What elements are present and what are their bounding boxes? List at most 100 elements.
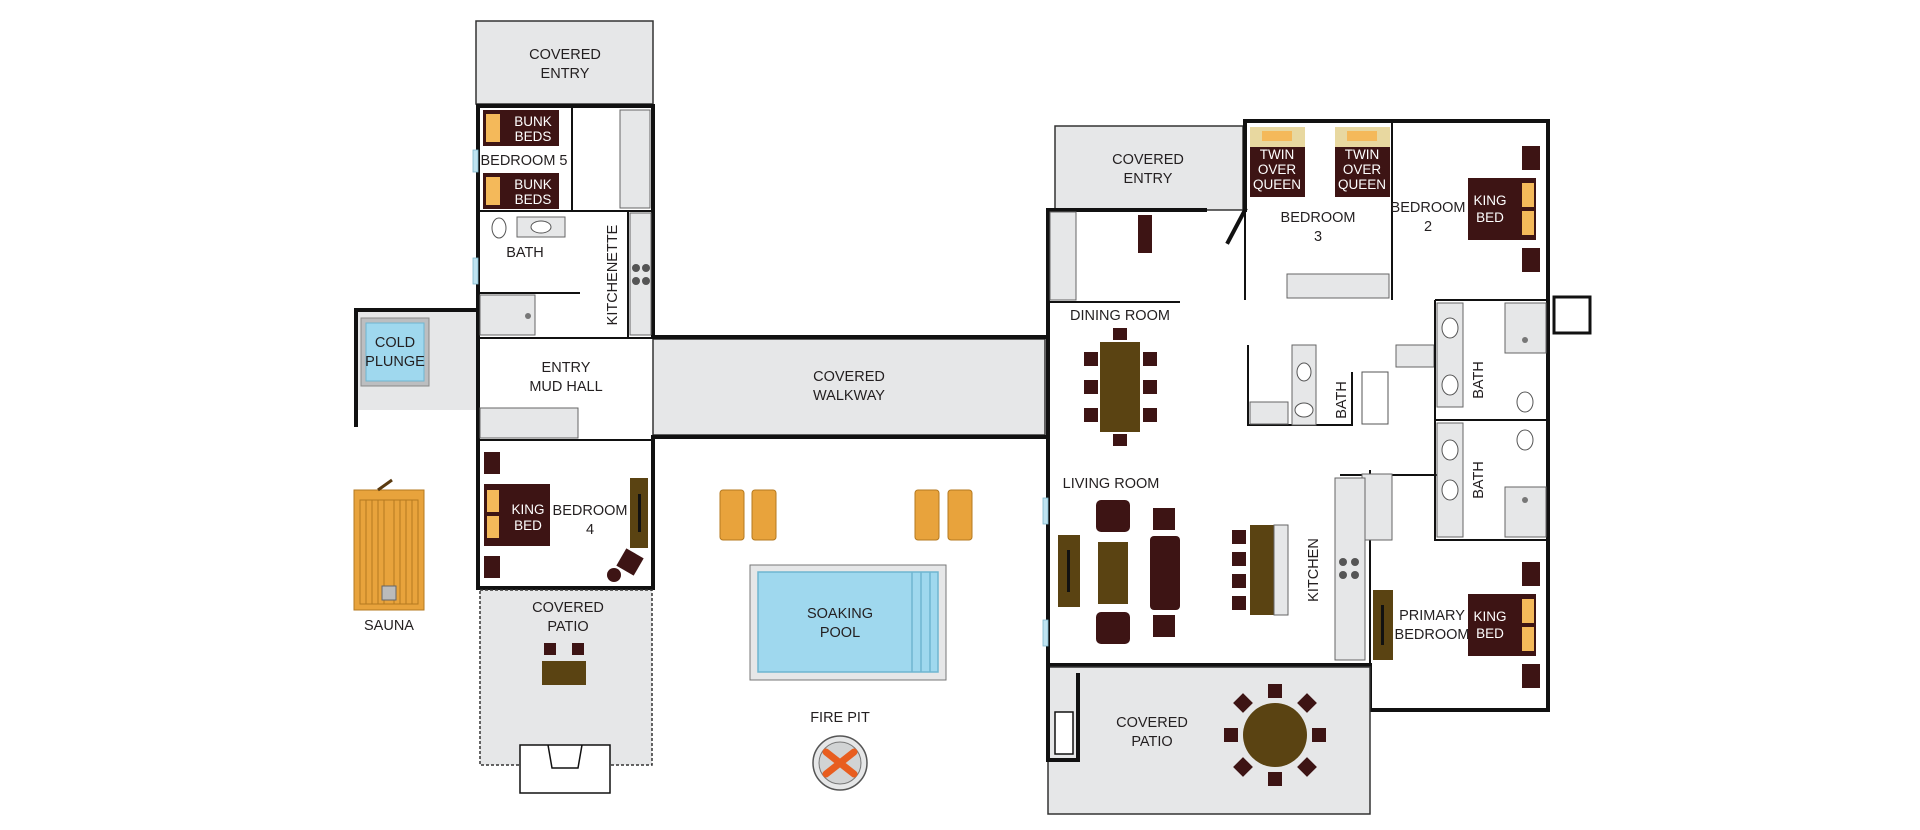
patio-chair-left-2 (572, 643, 584, 655)
dining-chair-l2 (1084, 380, 1098, 394)
fire-pit-label: FIRE PIT (810, 710, 870, 726)
dining-chair-r3 (1143, 408, 1157, 422)
nightstand-bedroom4-top (484, 452, 500, 474)
king-bed-primary-pillow-1 (1522, 599, 1534, 623)
fire-pit-logs-icon (822, 748, 858, 778)
grill-area-left (519, 744, 611, 794)
entry-mud-hall-label-2: MUD HALL (529, 379, 602, 395)
patio-chair-left-1 (544, 643, 556, 655)
king-bed-4-label-2: BED (514, 518, 542, 533)
twin-over-queen-1-label-2: OVER (1258, 162, 1297, 177)
bunk-beds-1-label-1: BUNK (514, 114, 552, 129)
kitchenette-label: KITCHENETTE (605, 224, 621, 325)
toilet-left-bath (491, 217, 507, 239)
covered-entry-left (475, 20, 654, 105)
dining-room-label: DINING ROOM (1070, 308, 1170, 324)
dining-chair-r1 (1143, 352, 1157, 366)
dining-chair-l3 (1084, 408, 1098, 422)
twin-over-queen-2-pillow (1347, 131, 1377, 141)
bath-right-bottom-label: BATH (1471, 461, 1487, 499)
shower-bath-right-top (1504, 302, 1547, 354)
stove-burner-3 (1339, 571, 1347, 579)
nightstand-bedroom4-bottom (484, 556, 500, 578)
bar-stool-4 (1232, 596, 1246, 610)
burner-1 (632, 264, 640, 272)
covered-walkway-label-2: WALKWAY (813, 388, 885, 404)
covered-entry-right (1054, 125, 1244, 211)
dining-table (1100, 342, 1140, 432)
hall-closet-right (1395, 344, 1435, 368)
bedroom-3-label-2: 3 (1314, 229, 1322, 245)
primary-bedroom-label-1: PRIMARY (1399, 608, 1465, 624)
entry-mud-hall-label-1: ENTRY (542, 360, 591, 376)
covered-entry-left-label-2: ENTRY (541, 66, 590, 82)
left-building-walls (476, 104, 655, 590)
kitchen-island (1250, 525, 1274, 615)
side-table-living-top (1153, 508, 1175, 530)
king-bed-2-pillow-2 (1522, 211, 1534, 235)
bath-right-top-label: BATH (1471, 361, 1487, 399)
bunk-beds-1-label-2: BEDS (515, 129, 552, 144)
tub-center-bath (1361, 371, 1389, 425)
dining-chair-r2 (1143, 380, 1157, 394)
window-bedroom5 (472, 149, 479, 173)
cold-plunge-water (365, 322, 425, 382)
closet-shelf-bedroom5 (619, 109, 651, 209)
nightstand-bedroom2-top (1522, 146, 1540, 170)
shower-drain-right-top (1522, 337, 1528, 343)
covered-patio-left-label-1: COVERED (532, 600, 604, 616)
bar-stool-3 (1232, 574, 1246, 588)
stove-burner-1 (1339, 558, 1347, 566)
toilet-center-bath (1294, 402, 1314, 418)
sofa-living (1150, 536, 1180, 610)
sink-bath-right-top-2 (1441, 374, 1459, 396)
sauna-door-handle (377, 478, 393, 492)
covered-walkway (652, 338, 1046, 436)
burner-4 (642, 277, 650, 285)
sauna-heater (381, 585, 397, 601)
bunk-bed-2-pillow (486, 177, 500, 205)
twin-over-queen-1-pillow (1262, 131, 1292, 141)
cold-plunge-label-1: COLD (375, 335, 415, 351)
tv-living (1067, 550, 1070, 592)
fireplace-patio-right (1046, 665, 1080, 762)
bedroom-5-label: BEDROOM 5 (480, 153, 567, 169)
burner-2 (642, 264, 650, 272)
dining-chair-top (1113, 328, 1127, 340)
dining-chair-bottom (1113, 434, 1127, 446)
king-bed-4-pillow-1 (487, 490, 499, 512)
bedroom-4-label-1: BEDROOM (553, 503, 628, 519)
bath-left-label: BATH (506, 245, 544, 261)
wall-right-baths (1434, 299, 1548, 541)
closet-bedroom3 (1286, 273, 1390, 299)
side-table-living-bottom (1153, 615, 1175, 637)
sauna-slats (359, 499, 419, 605)
dining-chair-l1 (1084, 352, 1098, 366)
twin-over-queen-1-label-3: QUEEN (1253, 177, 1301, 192)
king-bed-primary-pillow-2 (1522, 627, 1534, 651)
nightstand-primary-bottom (1522, 664, 1540, 688)
twin-over-queen-1-label-1: TWIN (1260, 147, 1295, 162)
window-bath-left (472, 257, 479, 285)
grill-patio-right (1054, 711, 1074, 755)
soaking-pool-water (757, 571, 939, 673)
soaking-pool-label-2: POOL (820, 625, 860, 641)
ottoman-bedroom4 (607, 568, 621, 582)
exterior-box-right (1552, 295, 1592, 335)
tv-bedroom4 (638, 494, 641, 532)
burner-3 (632, 277, 640, 285)
king-bed-4-label-1: KING (511, 502, 544, 517)
twin-over-queen-2-label-1: TWIN (1345, 147, 1380, 162)
bunk-bed-1-pillow (486, 114, 500, 142)
bedroom-4-label-2: 4 (586, 522, 594, 538)
lounge-chairs-left (719, 489, 777, 541)
covered-entry-right-label-2: ENTRY (1124, 171, 1173, 187)
bath-center-label: BATH (1334, 381, 1350, 419)
king-bed-2-label-2: BED (1476, 210, 1504, 225)
stove-burner-2 (1351, 558, 1359, 566)
king-bed-primary-label-1: KING (1473, 609, 1506, 624)
window-living-1 (1042, 497, 1049, 525)
closet-entry-right (1049, 211, 1077, 301)
bunk-beds-2-label-1: BUNK (514, 177, 552, 192)
